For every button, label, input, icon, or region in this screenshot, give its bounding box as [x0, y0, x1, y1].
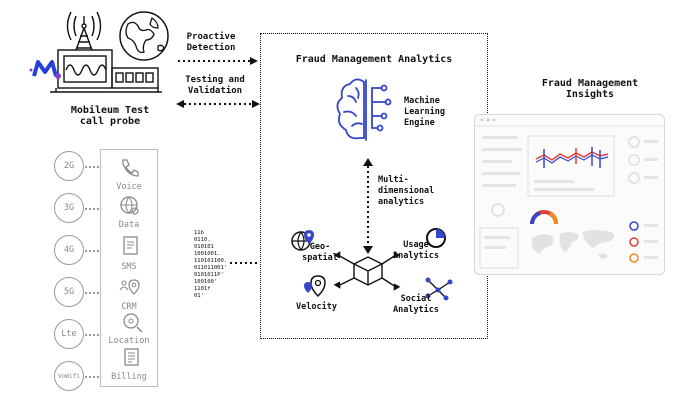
test-call-probe-illustration	[29, 11, 162, 93]
data-feed-arrow	[230, 262, 258, 264]
data-type-billing: Billing	[111, 372, 147, 382]
network-connector	[85, 376, 99, 378]
binary-line: 010101	[194, 244, 214, 250]
binary-line: 100100'	[194, 279, 218, 285]
usage-line2: Analytics	[392, 251, 440, 261]
testing-line2: Validation	[187, 86, 243, 96]
network-connector	[85, 334, 99, 336]
insights-dashboard-illustration	[474, 114, 665, 275]
multi-line1: Multi-	[378, 175, 409, 185]
network-label: 4G	[63, 245, 75, 255]
insights-title-line1: Fraud Management	[541, 78, 639, 89]
insights-title: Fraud Management Insights	[490, 78, 690, 100]
sms-icon	[123, 236, 138, 255]
network-label: 5G	[63, 287, 75, 297]
social-analytics-icon	[425, 277, 453, 301]
network-circle-2g: 2G	[54, 151, 84, 181]
network-connector	[85, 292, 99, 294]
ml-line3: Engine	[404, 118, 435, 128]
network-circle-4g: 4G	[54, 235, 84, 265]
probe-title: Mobileum Test call probe	[60, 105, 160, 127]
phone-icon	[122, 159, 139, 177]
social-line2: Analytics	[392, 305, 440, 315]
analytics-title: Fraud Management Analytics	[295, 54, 453, 65]
geo-line1: Geo-	[309, 242, 331, 252]
location-icon	[123, 313, 143, 333]
network-circle-5g: 5G	[54, 277, 84, 307]
proactive-line2: Detection	[186, 43, 236, 53]
mobileum-logo-icon	[29, 60, 61, 79]
brain-icon	[336, 78, 392, 141]
data-type-location: Location	[108, 336, 150, 346]
insights-title-line2: Insights	[565, 89, 615, 100]
binary-line: 110101100.	[194, 258, 228, 264]
network-connector	[85, 208, 99, 210]
velocity-label: Velocity	[296, 302, 337, 312]
network-label: 3G	[63, 203, 75, 213]
velocity-icon	[304, 275, 326, 298]
data-types-panel	[100, 149, 158, 387]
network-label: 2G	[63, 161, 75, 171]
binary-line: 0110.	[194, 237, 211, 243]
social-line1: Social	[400, 294, 432, 304]
network-connector	[85, 166, 99, 168]
crm-icon	[119, 279, 140, 295]
proactive-line1: Proactive	[186, 32, 236, 42]
network-label: VoWifi	[58, 372, 80, 380]
binary-line: 01'	[194, 293, 204, 299]
multi-dimensional-arrow	[363, 158, 373, 254]
probe-title-line2: call probe	[79, 116, 141, 127]
testing-validation-arrow	[176, 100, 260, 108]
testing-line1: Testing and	[185, 75, 245, 85]
ml-line1: Machine	[404, 96, 440, 106]
usage-analytics-icon	[426, 228, 446, 248]
network-circle-3g: 3G	[54, 193, 84, 223]
binary-line: 0101011P'	[194, 272, 224, 278]
geo-spatial-icon	[291, 230, 314, 251]
multi-dimensional-label: Multi- dimensional analytics	[378, 175, 434, 208]
data-type-crm: CRM	[121, 302, 137, 312]
usage-line1: Usage	[403, 240, 429, 250]
binary-line: 011011001'	[194, 265, 228, 271]
binary-line: 11b	[194, 230, 204, 236]
data-type-voice: Voice	[116, 182, 142, 192]
network-label: Lte	[61, 329, 77, 339]
multi-line3: analytics	[378, 197, 425, 207]
binary-line: 1001001.	[194, 251, 221, 257]
testing-validation-label: Testing and Validation	[180, 75, 250, 97]
multi-line2: dimensional	[378, 186, 435, 196]
usage-analytics-label: Usage Analytics	[388, 240, 444, 262]
cube-hub-icon	[333, 251, 401, 291]
globe-icon	[119, 11, 169, 61]
billing-icon	[124, 348, 139, 366]
data-type-sms: SMS	[121, 262, 137, 272]
network-connector	[85, 250, 99, 252]
geo-spatial-label: Geo- spatial	[300, 242, 340, 264]
social-analytics-label: Social Analytics	[390, 294, 442, 316]
data-type-data: Data	[118, 220, 140, 230]
data-globe-icon	[120, 196, 139, 215]
binary-line: 1101f	[194, 286, 211, 292]
ml-line2: Learning	[404, 107, 445, 117]
probe-title-line1: Mobileum Test	[70, 105, 150, 116]
network-circle-vowifi: VoWifi	[54, 361, 84, 391]
proactive-detection-arrow	[178, 57, 258, 65]
network-circle-lte: Lte	[54, 319, 84, 349]
proactive-detection-label: Proactive Detection	[180, 32, 242, 54]
ml-engine-label: Machine Learning Engine	[404, 96, 445, 129]
geo-line2: spatial	[302, 253, 338, 263]
